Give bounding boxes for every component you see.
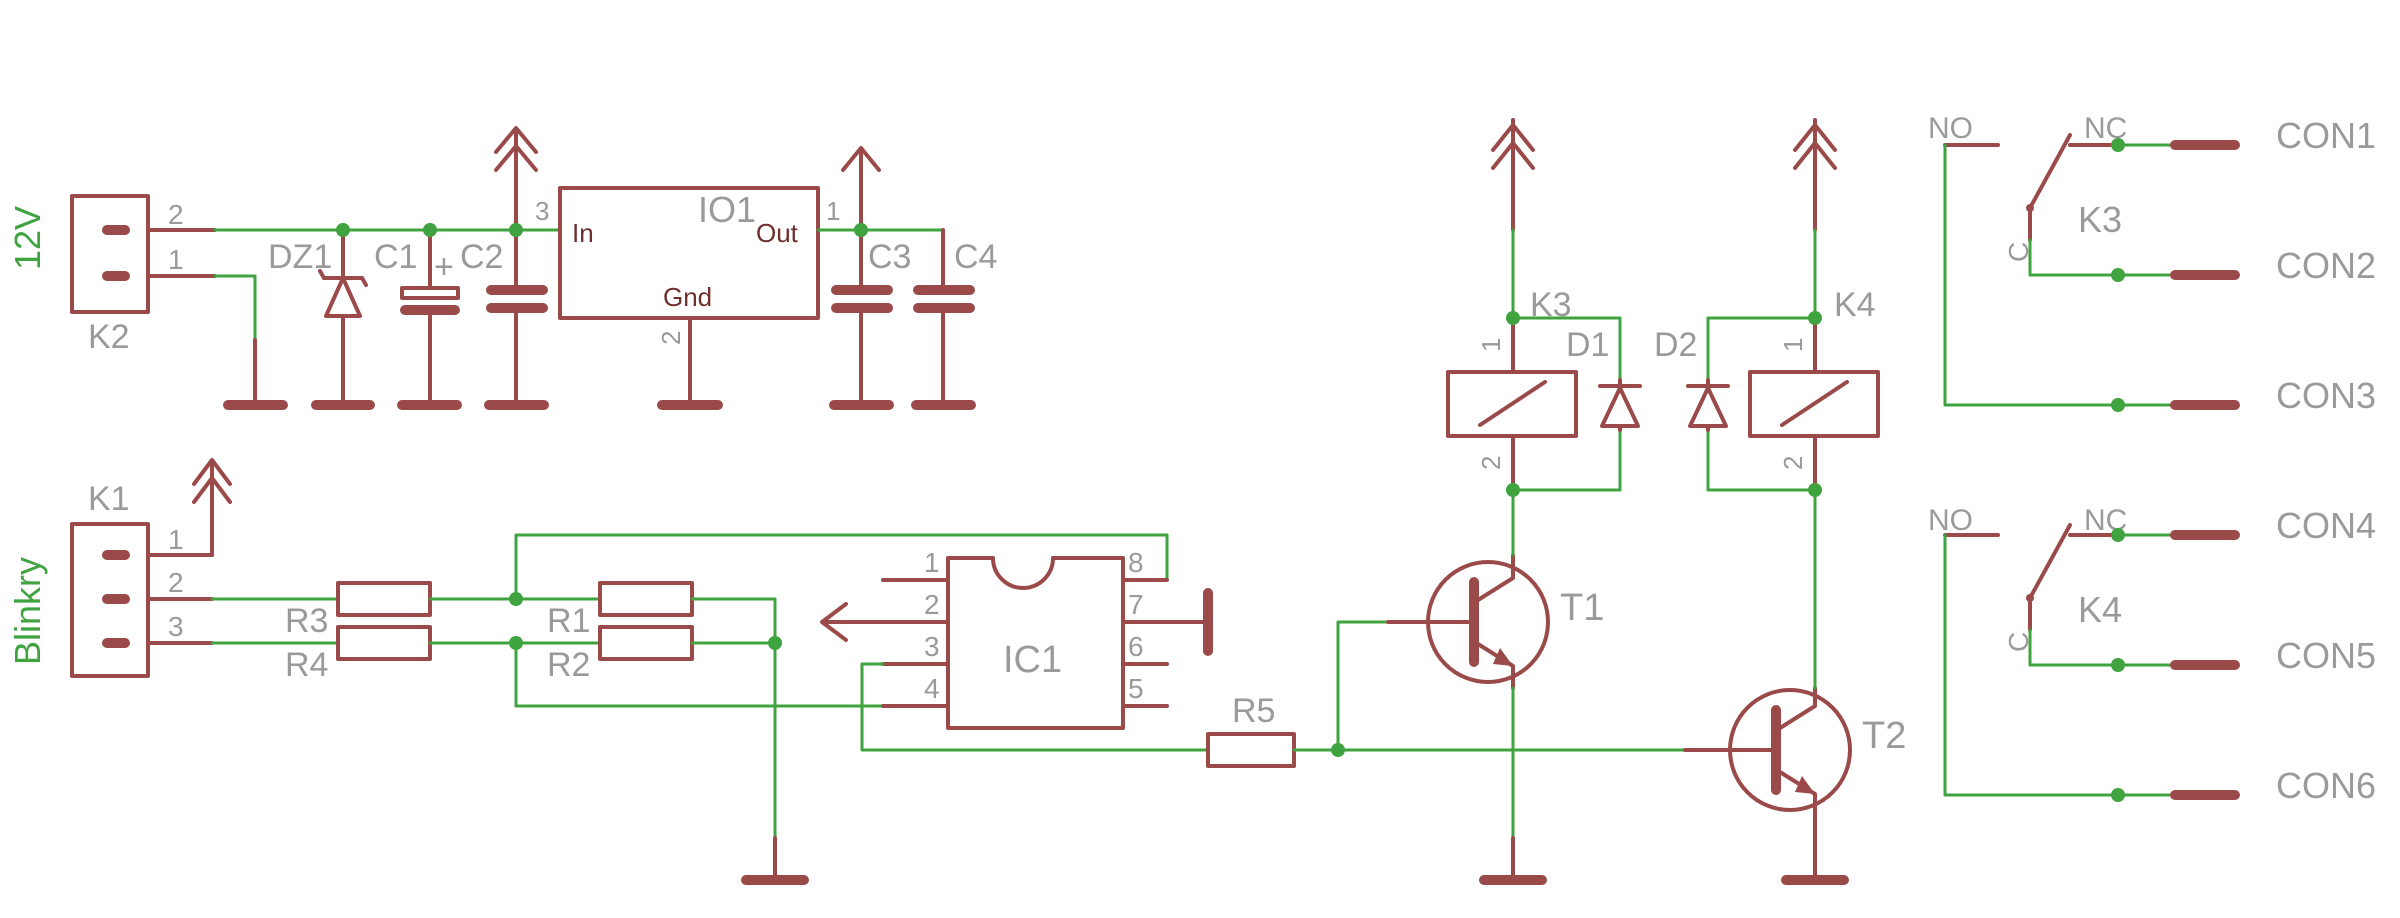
regulator-in-label: In [572,218,594,248]
junction-dot [1506,311,1520,325]
capacitor-c1-label: C1 [374,238,417,276]
capacitor-c2-label: C2 [460,238,503,276]
relay-k3-pin1: 1 [1476,338,1506,352]
transistor-t2-label: T2 [1862,715,1906,757]
regulator-out-label: Out [756,218,799,248]
ic1-pin-label: 1 [924,547,940,578]
resistor-r3-label: R3 [285,602,328,640]
ic1-pin-label: 5 [1128,673,1144,704]
junction-dot [854,223,868,237]
junction-dot [1331,743,1345,757]
resistor-r2-body [598,625,694,661]
regulator-gnd-label: Gnd [663,282,712,312]
output-terminals: CON1 CON2 CON3 CON4 CON5 CON6 [2170,115,2376,806]
resistor-r4-body [336,625,432,661]
relay-k4-coil-label: K4 [1834,286,1876,324]
junction-dot [2111,528,2125,542]
relay-k3-pin2: 2 [1476,456,1506,470]
zener-dz1-label: DZ1 [268,238,332,276]
resistor-r5-body [1206,732,1296,768]
relay-k3-no-label: NO [1928,112,1973,145]
connector-k2-pin2-label: 2 [168,199,184,230]
resistor-r1-body [598,581,694,617]
ic1-ref: IC1 [1003,639,1062,681]
diode-d1-label: D1 [1566,326,1609,364]
connector-k1-ref: K1 [88,480,130,518]
ic1-pin-label: 7 [1128,589,1144,620]
ic1-pin-label: 6 [1128,631,1144,662]
junction-dot [2111,398,2125,412]
ic1-pin-label: 3 [924,631,940,662]
junction-dot [768,636,782,650]
relay-k4-pin2: 2 [1778,456,1808,470]
ic1-pin-label: 2 [924,589,940,620]
resistor-r5-label: R5 [1232,692,1275,730]
relay-k3-contacts: NO NC K3 C [1928,112,2172,412]
capacitor-c1-polarity: + [434,248,454,286]
diode-d1-body [1600,386,1640,428]
connector-k1-pin2-label: 2 [168,567,184,598]
junction-dot [336,223,350,237]
terminal-con4-label: CON4 [2276,505,2376,546]
connector-k2-body [70,194,150,314]
terminal-con3-label: CON3 [2276,375,2376,416]
relay-k4-no-label: NO [1928,504,1973,537]
ic1-pin-label: 4 [924,673,940,704]
net-label-blinkry: Blinkry [7,557,48,665]
relay-k3-c-label: C [2003,242,2034,262]
junction-dot [1506,483,1520,497]
junction-dot [423,223,437,237]
junction-dot [1808,311,1822,325]
driver-section: R5 T1 T2 [1206,553,1906,885]
relay-k4-switch-arm [2028,523,2072,600]
junction-dot [1808,483,1822,497]
capacitor-c3-label: C3 [868,238,911,276]
terminal-con5-label: CON5 [2276,635,2376,676]
relay-k3-ref: K3 [2078,199,2122,240]
connector-k2-ref: K2 [88,318,130,356]
regulator-pin-in: 3 [535,196,549,226]
junction-dot [509,636,523,650]
ic1-pin-label: 8 [1128,547,1144,578]
ic1-body [946,556,1125,730]
relay-k4-pin1: 1 [1778,338,1808,352]
relay-k4-ref: K4 [2078,589,2122,630]
connector-k1-pin1-label: 1 [168,524,184,555]
relay-k4-c-label: C [2003,632,2034,652]
capacitor-c4-label: C4 [954,238,997,276]
transistor-t1-label: T1 [1560,587,1604,629]
junction-dot [509,592,523,606]
relay-coils: K3 1 2 D1 K4 1 2 D2 [1446,118,1880,690]
blinker-input-section: 1 2 3 K1 Blinkry R3 R4 R1 R2 [7,458,1169,885]
junction-dot [2111,788,2125,802]
junction-dot [509,223,523,237]
connector-k1-pin3-label: 3 [168,611,184,642]
junction-dot [2111,138,2125,152]
regulator-pin-out: 1 [826,196,840,226]
wire-k2-pin1-gnd [213,274,257,402]
relay-k3-coil-label: K3 [1530,286,1572,324]
terminal-con2-label: CON2 [2276,245,2376,286]
zener-dz1-body [324,276,362,318]
power-input-section: 2 1 K2 12V DZ1 C1 + C2 [7,126,997,410]
regulator-pin-gnd: 2 [656,331,686,345]
diode-d2-body [1688,386,1728,428]
resistor-r4-label: R4 [285,646,328,684]
relay-k4-contacts: NO NC K4 C [1928,504,2172,802]
diode-d2-label: D2 [1654,326,1697,364]
connector-k2-pin1-label: 1 [168,244,184,275]
capacitor-c1-plate [400,286,460,300]
resistor-r2-label: R2 [547,646,590,684]
relay-k3-switch-arm [2028,133,2072,210]
regulator-io1-ref: IO1 [698,189,756,230]
ic1-timer: IC1 1 2 3 4 5 6 7 8 [820,547,1213,752]
terminal-con1-label: CON1 [2276,115,2376,156]
net-label-12v: 12V [7,206,48,270]
resistor-r3-body [336,581,432,617]
resistor-r1-label: R1 [547,602,590,640]
junction-dot [2111,658,2125,672]
junction-dot [2111,268,2125,282]
terminal-con6-label: CON6 [2276,765,2376,806]
